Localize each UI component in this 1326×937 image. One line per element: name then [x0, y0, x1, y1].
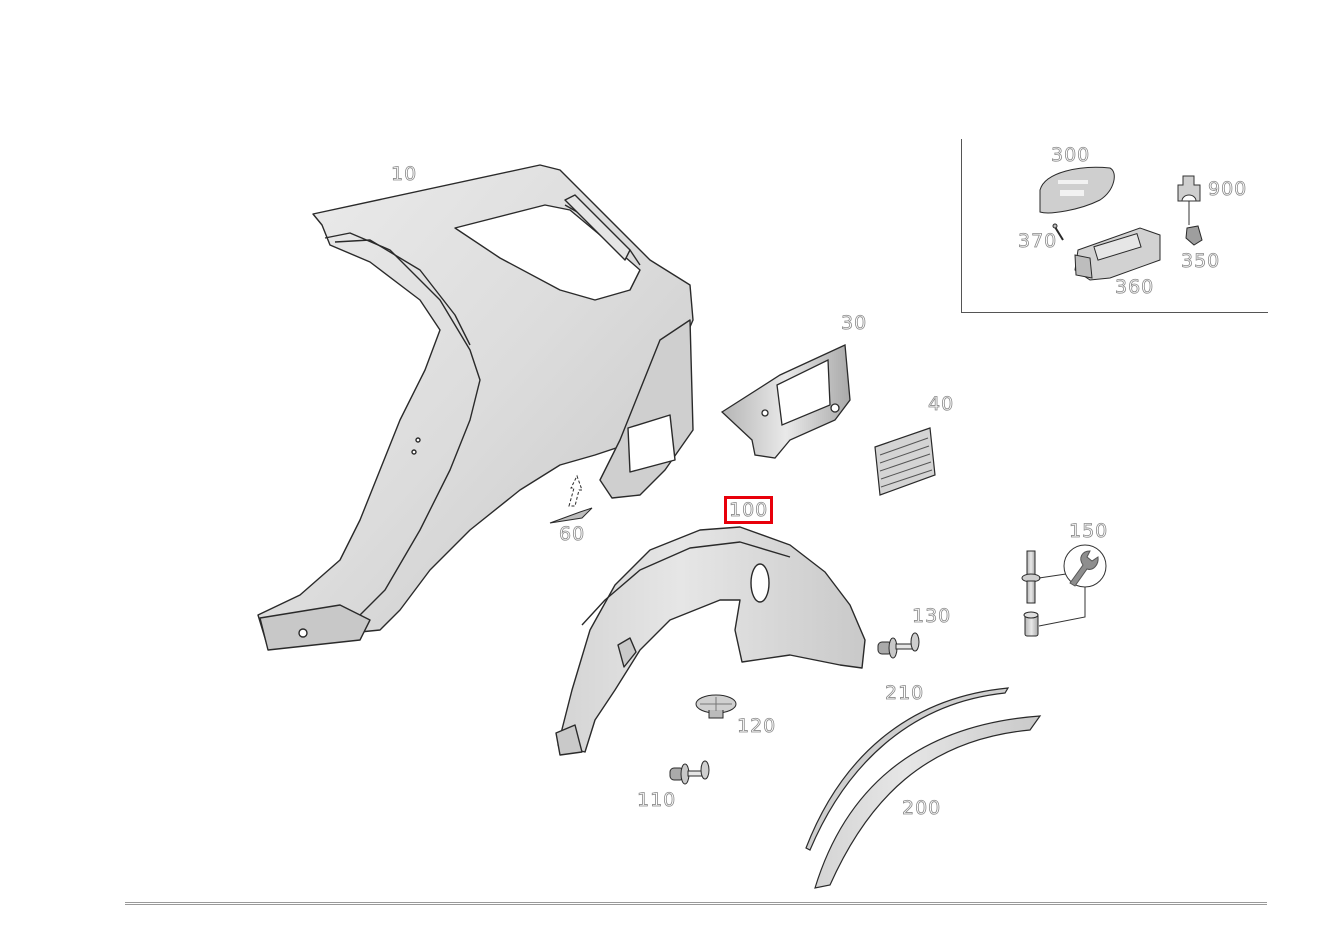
callout-10[interactable]: 10 — [391, 163, 418, 185]
callout-60[interactable]: 60 — [559, 523, 586, 545]
part-300-fuel-flap[interactable] — [1039, 166, 1115, 214]
part-30-reinforcement[interactable] — [720, 344, 851, 459]
callout-110[interactable]: 110 — [637, 789, 677, 811]
callout-40[interactable]: 40 — [928, 393, 955, 415]
part-200-wheel-arch-flare[interactable] — [814, 715, 1042, 889]
callout-200[interactable]: 200 — [902, 797, 942, 819]
part-150-stud-and-nut[interactable] — [1021, 544, 1107, 637]
part-360-fuel-filler-housing[interactable] — [1074, 227, 1161, 281]
callout-100-selected[interactable]: 100 — [724, 496, 774, 524]
arrow-up-icon — [568, 474, 583, 507]
callout-360[interactable]: 360 — [1115, 276, 1155, 298]
callout-350[interactable]: 350 — [1181, 250, 1221, 272]
wrench-icon — [1069, 550, 1099, 587]
part-370-screw[interactable] — [1052, 223, 1064, 241]
part-110-rivet[interactable] — [669, 760, 710, 785]
part-10-side-panel[interactable] — [257, 164, 694, 651]
part-210-trim-strip[interactable] — [805, 687, 1010, 851]
footer-divider — [125, 902, 1267, 905]
part-100-wheel-arch-liner[interactable] — [555, 526, 866, 756]
callout-900[interactable]: 900 — [1208, 178, 1248, 200]
part-120-push-nut[interactable] — [695, 694, 737, 719]
part-40-vent-grille[interactable] — [874, 427, 936, 496]
part-350-actuator[interactable] — [1185, 225, 1203, 246]
callout-300[interactable]: 300 — [1051, 144, 1091, 166]
inset-detail-frame — [961, 139, 1268, 313]
part-60-pad[interactable] — [549, 474, 593, 524]
callout-30[interactable]: 30 — [841, 312, 868, 334]
callout-150[interactable]: 150 — [1069, 520, 1109, 542]
part-900-connector[interactable] — [1177, 175, 1201, 225]
callout-120[interactable]: 120 — [737, 715, 777, 737]
part-130-rivet[interactable] — [877, 632, 920, 659]
callout-370[interactable]: 370 — [1018, 230, 1058, 252]
callout-210[interactable]: 210 — [885, 682, 925, 704]
callout-130[interactable]: 130 — [912, 605, 952, 627]
